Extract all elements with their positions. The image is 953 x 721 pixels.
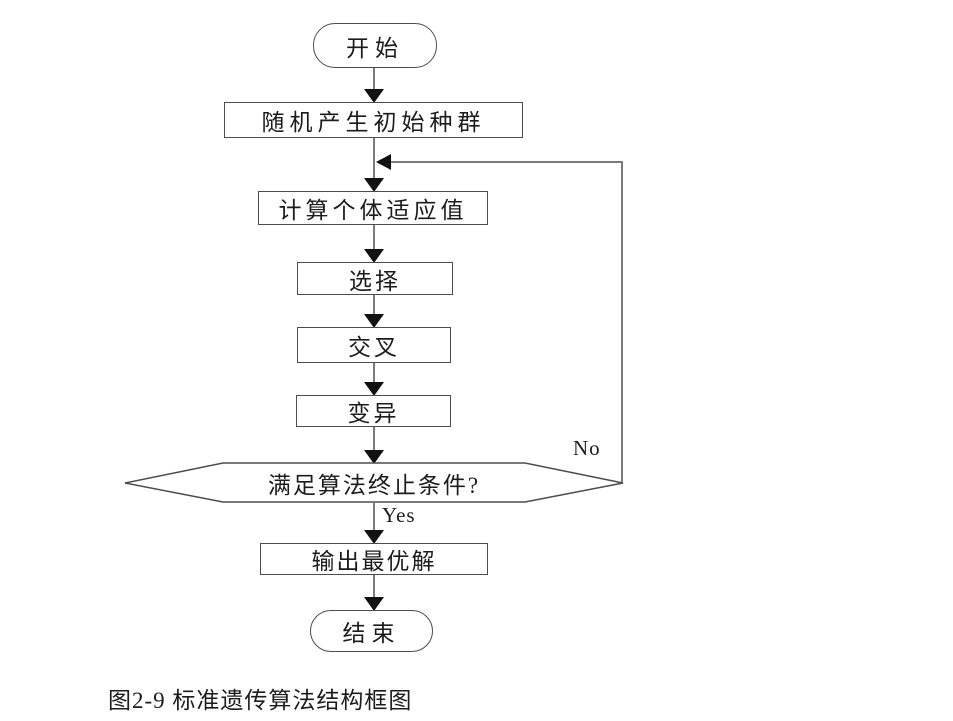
node-mutation-label: 变异 (347, 401, 400, 426)
node-fitness-evaluation: 计算个体适应值 (258, 191, 488, 225)
node-selection-label: 选择 (349, 268, 401, 294)
arrowhead-selection-crossover (364, 314, 384, 328)
node-start-label: 开始 (346, 35, 404, 61)
node-init-label: 随机产生初始种群 (261, 110, 486, 135)
arrowhead-output-end (364, 597, 384, 611)
arrowhead-mutation-decision (364, 450, 384, 464)
node-selection: 选择 (297, 262, 453, 295)
branch-label-yes: Yes (382, 503, 416, 527)
node-init-population: 随机产生初始种群 (224, 102, 523, 138)
node-fitness-label: 计算个体适应值 (278, 198, 468, 223)
node-end-terminal: 结束 (310, 610, 433, 652)
node-crossover: 交叉 (297, 327, 451, 363)
figure-caption: 图2-9 标准遗传算法结构框图 (108, 688, 413, 713)
node-decision-label: 满足算法终止条件? (267, 472, 481, 498)
node-end-label: 结束 (342, 621, 401, 646)
branch-label-no: No (573, 436, 601, 460)
node-output-label: 输出最优解 (311, 549, 437, 574)
node-crossover-label: 交叉 (348, 335, 400, 360)
node-mutation: 变异 (296, 395, 451, 427)
arrowhead-decision-output (364, 530, 384, 544)
decision-hexagon (124, 462, 624, 503)
arrowhead-feedback-junction (376, 154, 391, 170)
node-start-terminal: 开始 (313, 23, 437, 68)
arrowhead-start-init (364, 89, 384, 103)
node-output-solution: 输出最优解 (260, 543, 488, 575)
connector-feedback-loop (391, 161, 623, 483)
node-termination-decision: 满足算法终止条件? (174, 463, 574, 502)
arrowhead-crossover-mutation (364, 382, 384, 396)
arrowhead-init-fitness (364, 178, 384, 192)
arrowhead-fitness-selection (364, 249, 384, 263)
